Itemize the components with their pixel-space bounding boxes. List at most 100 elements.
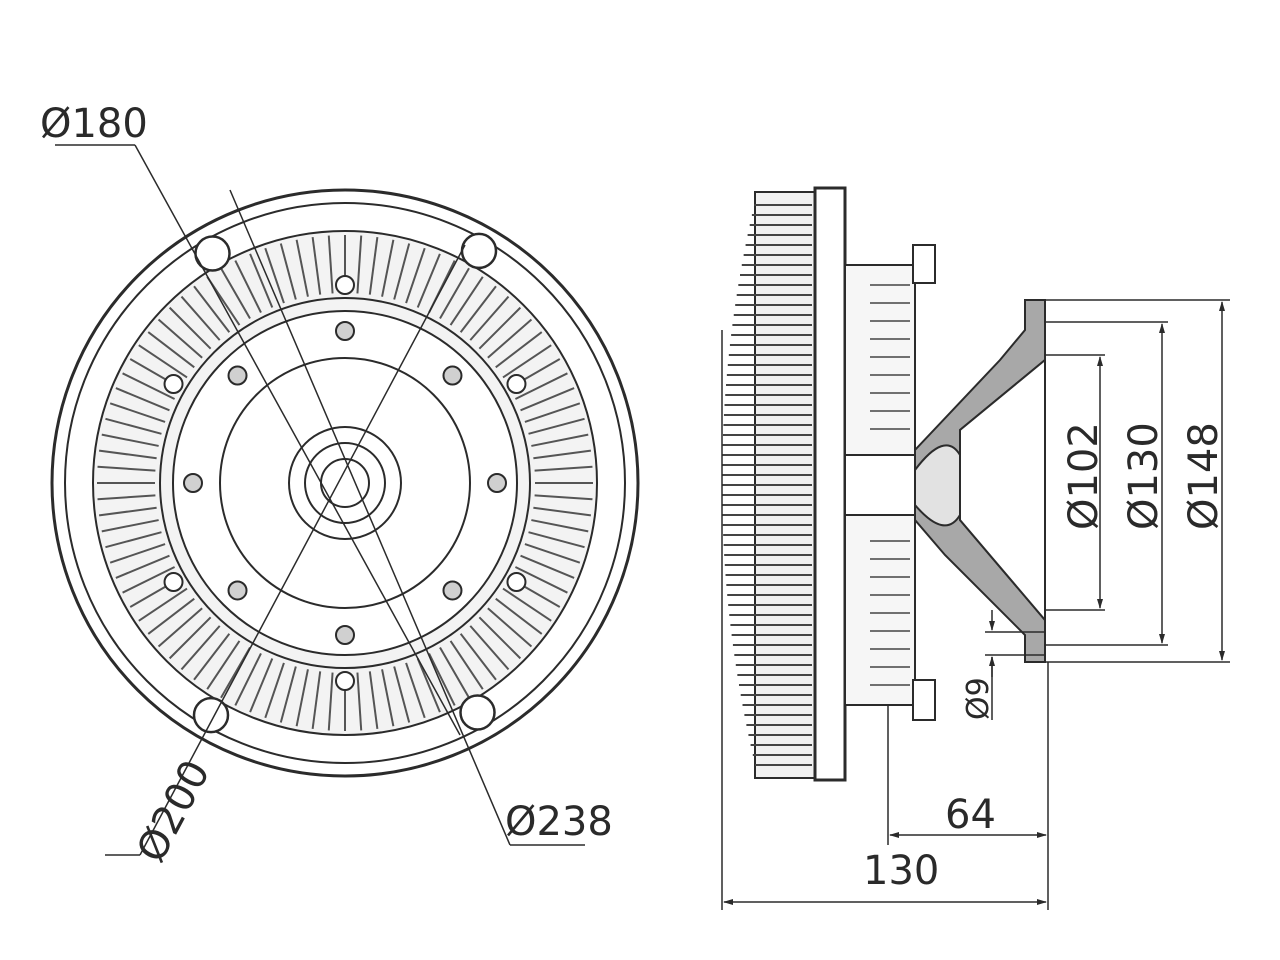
fin (528, 531, 585, 549)
fin (439, 647, 470, 699)
fin (502, 344, 552, 379)
fin (495, 331, 543, 369)
fin (249, 253, 274, 308)
fin (279, 243, 297, 300)
bolt-boss (335, 275, 355, 295)
fin (531, 433, 589, 447)
hub-hole (442, 365, 463, 386)
fin (528, 417, 585, 435)
leader-200-diag (139, 244, 466, 856)
cone-nose (914, 444, 961, 527)
fin (220, 647, 251, 699)
fin (109, 402, 166, 423)
fin (180, 295, 221, 341)
fin (428, 652, 456, 706)
fin (193, 633, 231, 681)
fin (234, 652, 262, 706)
fin (514, 566, 568, 594)
hub-ring-1 (219, 357, 471, 609)
hub-hole (335, 625, 355, 645)
bolt-boss (506, 374, 527, 394)
fin (264, 247, 285, 304)
fin (101, 433, 159, 447)
fin (147, 597, 195, 635)
fin (533, 449, 592, 460)
dim-len-130: 130 (863, 848, 939, 894)
fin (459, 633, 497, 681)
fin (534, 465, 593, 472)
fin (101, 519, 159, 533)
fin (311, 236, 322, 295)
fin (327, 235, 334, 294)
fin (514, 372, 568, 400)
fin (520, 554, 575, 579)
fin (487, 318, 533, 359)
hub-core (844, 454, 916, 516)
fin (405, 662, 426, 719)
side-fins (722, 204, 812, 766)
fin (115, 554, 170, 579)
dim-d238: Ø238 (505, 799, 613, 845)
fin (98, 449, 157, 460)
fin (249, 658, 274, 713)
fin (327, 672, 334, 731)
hub-hole (335, 321, 355, 341)
fin (524, 543, 581, 564)
front-view (50, 144, 640, 856)
fin (311, 671, 322, 730)
fin (381, 669, 395, 727)
dim-len-64: 64 (945, 792, 996, 838)
fin (439, 267, 470, 319)
hub-ring-3 (304, 442, 386, 524)
side-view (721, 186, 1230, 910)
fin (157, 318, 203, 359)
fin (393, 243, 411, 300)
bolt-boss (335, 671, 355, 691)
fin (416, 253, 441, 308)
fin (105, 417, 162, 435)
leader-180-diag (134, 144, 461, 736)
fin (449, 276, 484, 326)
fin-band-inner (159, 297, 531, 669)
fin (534, 494, 593, 501)
hub-hole (487, 473, 507, 493)
fin (368, 671, 379, 730)
fin (295, 669, 309, 727)
fin (449, 640, 484, 690)
fin (180, 625, 221, 671)
mount-lug (192, 696, 230, 734)
fin (487, 607, 533, 648)
dim-d130: Ø130 (1121, 422, 1167, 530)
outer-ring (50, 188, 640, 778)
fin (502, 587, 552, 622)
fin (531, 519, 589, 533)
hub-steps (870, 284, 910, 686)
fin (105, 531, 162, 549)
hub-hole (227, 365, 248, 386)
fin (393, 666, 411, 723)
fin (138, 587, 188, 622)
fin (97, 465, 156, 472)
fin (168, 616, 212, 660)
mount-lug (460, 232, 498, 270)
main-plate (813, 186, 847, 782)
fin (122, 566, 176, 594)
fin (157, 607, 203, 648)
dimension-lines (721, 299, 1230, 910)
dim-d200: Ø200 (128, 753, 219, 870)
outer-ring-inner (64, 202, 626, 764)
fin (234, 260, 262, 314)
hub-hole (442, 580, 463, 601)
fin (469, 295, 510, 341)
bolt-bottom (912, 679, 936, 721)
fin (478, 616, 522, 660)
fin (416, 658, 441, 713)
fin (533, 506, 592, 517)
fin (109, 543, 166, 564)
fin (98, 506, 157, 517)
fin (115, 387, 170, 412)
bolt-boss (163, 374, 184, 394)
dim-d102: Ø102 (1061, 422, 1107, 530)
